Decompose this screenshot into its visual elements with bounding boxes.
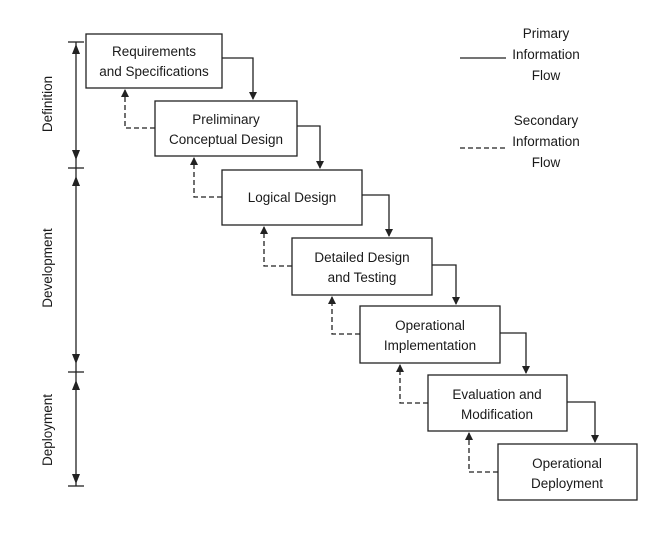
secondary-flow-4: [328, 296, 360, 335]
phase-arrow-down-1: [72, 150, 80, 160]
stage-2-line-2: Conceptual Design: [169, 132, 283, 147]
stage-4-box: Detailed Design and Testing: [291, 237, 433, 296]
primary-flow-4: [432, 264, 460, 305]
secondary-flow-5: [396, 364, 428, 404]
primary-flow-1: [222, 57, 257, 100]
phase-arrow-up-1: [72, 176, 80, 186]
stage-6-frame: [427, 374, 568, 432]
legend-secondary-line-1: Secondary: [514, 113, 579, 128]
stage-5-line-2: Implementation: [384, 338, 476, 353]
stage-3-box: Logical Design: [221, 169, 363, 226]
stage-5-box: Operational Implementation: [359, 305, 501, 364]
legend-secondary-line-2: Information: [512, 134, 580, 149]
phase-label-development: Development: [40, 228, 55, 308]
stage-7-line-1: Operational: [532, 456, 602, 471]
primary-flow-6: [567, 401, 599, 443]
legend-primary-line-3: Flow: [532, 68, 561, 83]
stage-5-frame: [359, 305, 501, 364]
stage-3-frame: [221, 169, 363, 226]
stage-1-frame: [85, 33, 223, 89]
stage-4-line-2: and Testing: [328, 270, 397, 285]
stage-4-line-1: Detailed Design: [314, 250, 409, 265]
phase-arrow-down-2: [72, 354, 80, 364]
stage-1-box: Requirements and Specifications: [85, 33, 223, 89]
phase-arrow-up-2: [72, 380, 80, 390]
stage-7-frame: [497, 443, 638, 501]
stage-4-frame: [291, 237, 433, 296]
secondary-flows: [121, 89, 498, 473]
stage-3-line-1: Logical Design: [248, 190, 337, 205]
stage-5-line-1: Operational: [395, 318, 465, 333]
stage-1-line-2: and Specifications: [99, 64, 209, 79]
stage-2-frame: [154, 100, 298, 157]
primary-flows: [222, 57, 599, 443]
primary-flow-2: [297, 125, 324, 169]
phase-arrow-bottom: [72, 474, 80, 484]
stage-6-line-2: Modification: [461, 407, 533, 422]
stage-1-line-1: Requirements: [112, 44, 196, 59]
legend-primary-line-1: Primary: [523, 26, 570, 41]
secondary-flow-6: [465, 432, 498, 473]
phase-label-deployment: Deployment: [40, 394, 55, 466]
stage-2-box: Preliminary Conceptual Design: [154, 100, 298, 157]
secondary-flow-2: [190, 157, 222, 198]
legend-primary-line-2: Information: [512, 47, 580, 62]
secondary-flow-1: [121, 89, 155, 129]
stage-6-line-1: Evaluation and: [452, 387, 541, 402]
stage-7-line-2: Deployment: [531, 476, 603, 491]
primary-flow-3: [362, 194, 393, 237]
stage-6-box: Evaluation and Modification: [427, 374, 568, 432]
stage-7-box: Operational Deployment: [497, 443, 638, 501]
legend: Primary Information Flow Secondary Infor…: [460, 26, 580, 170]
phase-arrow-top: [72, 44, 80, 54]
primary-flow-5: [500, 332, 530, 374]
stage-2-line-1: Preliminary: [192, 112, 260, 127]
legend-secondary-line-3: Flow: [532, 155, 561, 170]
phase-axis: Definition Development Deployment: [40, 41, 84, 487]
secondary-flow-3: [260, 226, 292, 267]
phase-label-definition: Definition: [40, 76, 55, 132]
